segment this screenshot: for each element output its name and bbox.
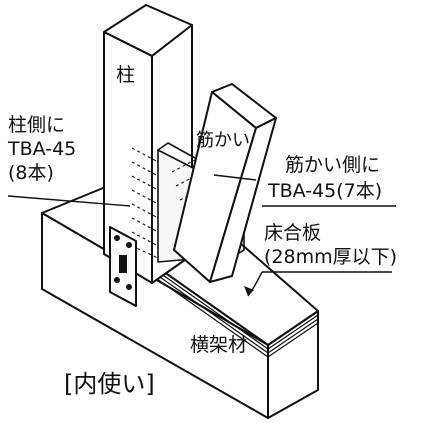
post-side-line2: TBA-45: [8, 138, 77, 160]
caption: [内使い]: [64, 370, 155, 398]
post-side-line3: (8本): [8, 162, 54, 184]
brace-side-face: [209, 117, 277, 283]
floor-board-line1: 床合板: [264, 222, 322, 244]
brace-side-line1: 筋かい側に: [285, 154, 381, 176]
post-side-line1: 柱側に: [8, 114, 66, 136]
leader-lines: [7, 174, 396, 297]
plate: [109, 226, 137, 307]
beam-label: 横架材: [190, 334, 248, 356]
post-label: 柱: [116, 64, 136, 86]
brace: [173, 83, 277, 283]
brace-label: 筋かい: [196, 130, 250, 151]
brace-side-line2: TBA-45(7本): [268, 180, 383, 202]
floor-board-line2: (28mm厚以下): [264, 246, 398, 268]
